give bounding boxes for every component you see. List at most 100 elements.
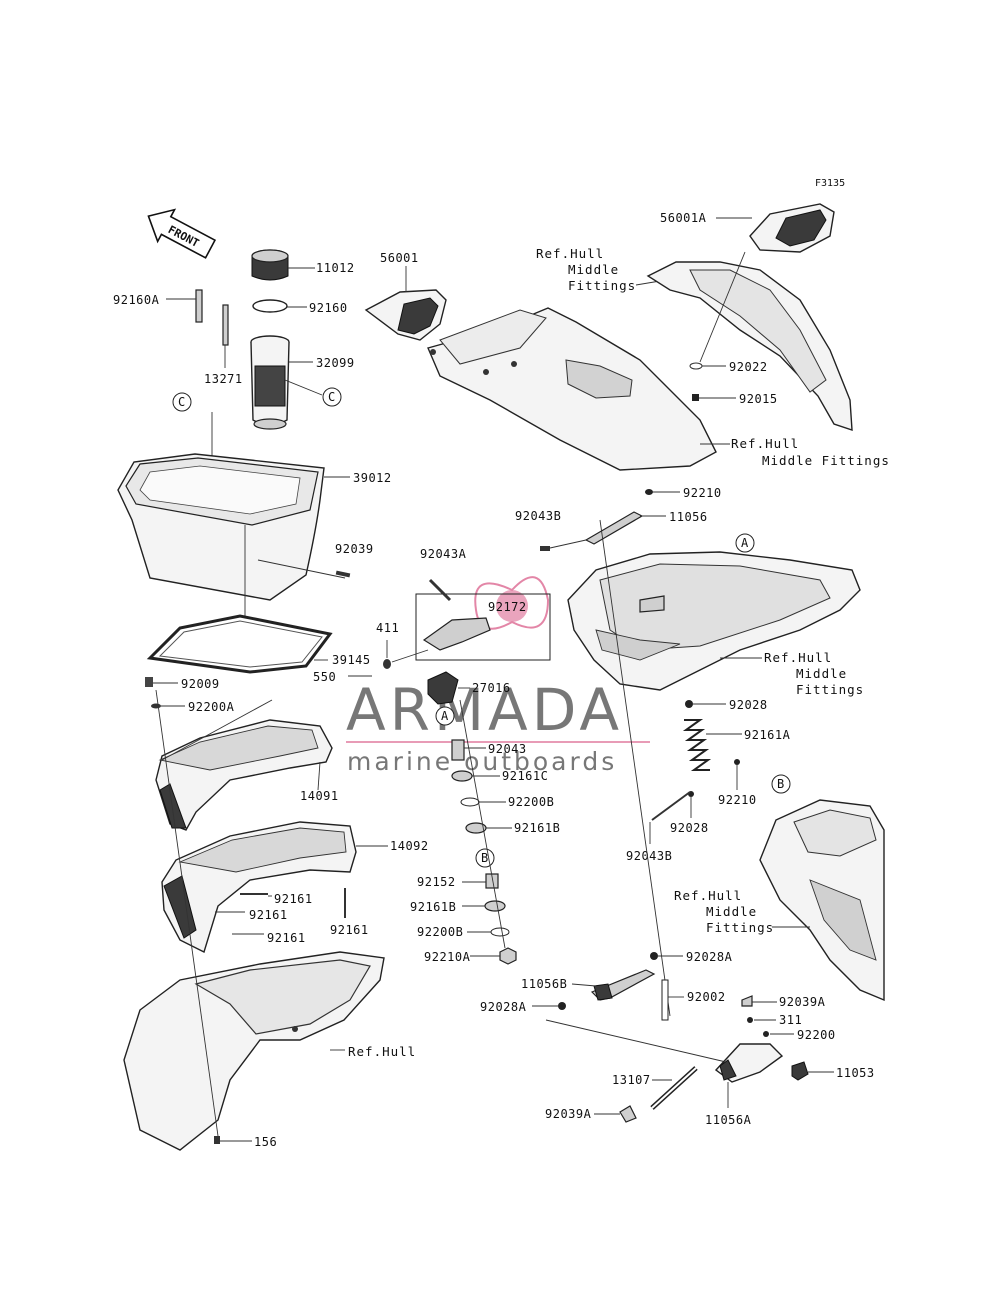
label-311: 311 (779, 1013, 802, 1027)
label-92172: 92172 (488, 600, 527, 614)
label-92043: 92043 (488, 742, 527, 756)
clip-92039a (741, 995, 753, 1007)
screw-92039 (335, 570, 351, 578)
filler-neck (250, 335, 290, 430)
label-92200A: 92200A (188, 700, 235, 714)
hull-middle-fitting (567, 551, 861, 691)
spring-92161a (682, 719, 712, 771)
label-56001A: 56001A (660, 211, 707, 225)
nut-92210a (499, 947, 517, 965)
label-11012: 11012 (316, 261, 355, 275)
label-550: 550 (313, 670, 336, 684)
o-ring (252, 299, 288, 313)
label-39012: 39012 (353, 471, 392, 485)
cover-14091 (155, 719, 333, 831)
label-92152: 92152 (417, 875, 456, 889)
screw-156 (214, 1136, 220, 1144)
ref-hull-middle-2-line1: Ref.Hull (731, 436, 799, 451)
label-32099: 32099 (316, 356, 355, 370)
label-92161B: 92161B (514, 821, 560, 835)
label-92028-2: 92028 (670, 821, 709, 835)
marker-a-2-label: A (441, 709, 449, 723)
washer-92200 (763, 1031, 769, 1037)
label-92039A-2: 92039A (545, 1107, 592, 1121)
filler-cap (251, 249, 289, 281)
label-92161-4: 92161 (330, 923, 369, 937)
label-92210: 92210 (683, 486, 722, 500)
label-92161-3: 92161 (267, 931, 306, 945)
label-56001: 56001 (380, 251, 419, 265)
label-14092: 14092 (390, 839, 429, 853)
label-92022: 92022 (729, 360, 768, 374)
clip-11053 (791, 1061, 809, 1081)
marker-c-1 (322, 387, 342, 407)
label-11053: 11053 (836, 1066, 875, 1080)
hull-lower-left (123, 951, 385, 1151)
ref-hull-middle-2-line2: Middle Fittings (762, 453, 890, 468)
bracket-13271 (222, 304, 229, 346)
marker-b-2 (771, 774, 791, 794)
marker-c-1-label: C (328, 390, 336, 404)
label-92161-2: 92161 (249, 908, 288, 922)
marker-b-1-label: B (481, 851, 489, 865)
label-13107: 13107 (612, 1073, 651, 1087)
bolt-92043b-2 (651, 791, 691, 821)
washer-92200b (460, 797, 480, 807)
marker-b-2-label: B (777, 777, 785, 791)
label-39145: 39145 (332, 653, 371, 667)
ref-hull-middle-1-line3: Fittings (568, 278, 636, 293)
ref-hull-middle-3-line2: Middle (796, 666, 847, 681)
label-92161B-2: 92161B (410, 900, 456, 914)
label-13271: 13271 (204, 372, 243, 386)
ref-hull-bottom: Ref.Hull (348, 1044, 416, 1059)
ref-hull-middle-4-line3: Fittings (706, 920, 774, 935)
marker-a-2 (435, 706, 455, 726)
watermark-subtitle: marine outboards (347, 747, 617, 776)
washer-92022 (689, 362, 703, 370)
fastener-92028a-2 (558, 1002, 566, 1010)
label-92200: 92200 (797, 1028, 836, 1042)
label-92039: 92039 (335, 542, 374, 556)
ref-hull-middle-3-line3: Fittings (796, 682, 864, 697)
label-11056A: 11056A (705, 1113, 752, 1127)
marker-c-2 (172, 392, 192, 412)
label-92200B: 92200B (508, 795, 554, 809)
ref-hull-middle-3-line1: Ref.Hull (764, 650, 832, 665)
bushing-92161c (451, 770, 473, 782)
label-92210-2: 92210 (718, 793, 757, 807)
right-rear-fitting (646, 261, 853, 431)
label-92043B: 92043B (515, 509, 561, 523)
bracket-92160a (195, 289, 203, 323)
label-92043A: 92043A (420, 547, 467, 561)
plate-11056 (584, 511, 644, 545)
ref-hull-middle-4-line2: Middle (706, 904, 757, 919)
label-411: 411 (376, 621, 399, 635)
label-92161-1: 92161 (274, 892, 313, 906)
label-92161C: 92161C (502, 769, 548, 783)
nut-411 (383, 659, 391, 669)
label-92161A: 92161A (744, 728, 791, 742)
hull-right-fitting (759, 799, 885, 1002)
label-92009: 92009 (181, 677, 220, 691)
bushing-92161b-2 (484, 900, 506, 912)
bolt-92043a (428, 578, 452, 602)
center-panel (427, 307, 717, 471)
label-11056B: 11056B (521, 977, 567, 991)
clip-92039a-2 (619, 1105, 637, 1123)
mirror-56001a (749, 203, 835, 253)
label-92028A: 92028A (686, 950, 733, 964)
watermark-title: ARMADA (346, 676, 623, 744)
bolt-92009 (145, 677, 153, 687)
ref-hull-middle-1-line1: Ref.Hull (536, 246, 604, 261)
bolt-92043b (540, 546, 550, 551)
ref-hull-middle-1-line2: Middle (568, 262, 619, 277)
mirror-56001 (364, 289, 447, 341)
bolt-92043 (451, 739, 465, 761)
label-92002: 92002 (687, 990, 726, 1004)
label-92160A: 92160A (113, 293, 160, 307)
ref-hull-middle-4-line1: Ref.Hull (674, 888, 742, 903)
label-92015: 92015 (739, 392, 778, 406)
washer-92200b-2 (490, 927, 510, 937)
label-14091: 14091 (300, 789, 339, 803)
